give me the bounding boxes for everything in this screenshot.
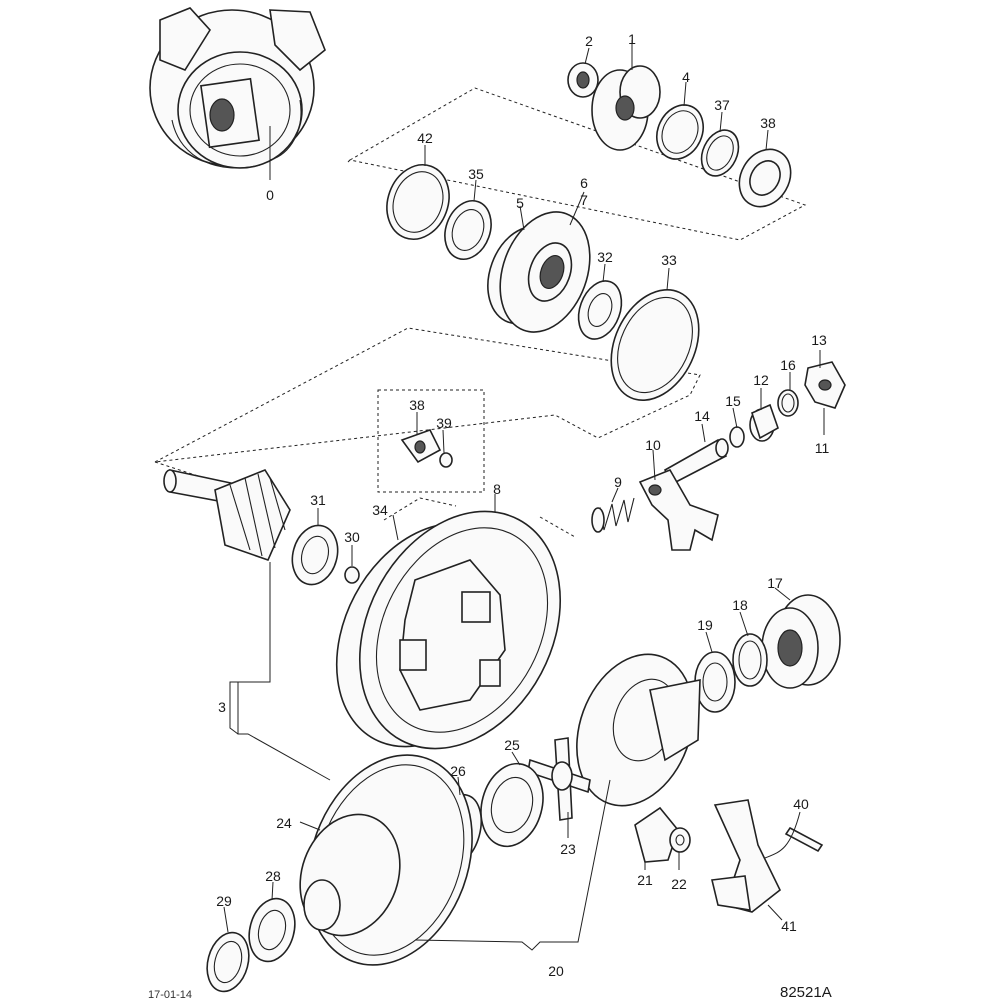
- label-10: 10: [645, 437, 661, 453]
- part-15-ring: [729, 426, 745, 448]
- figure-code: 82521A: [780, 984, 832, 1000]
- label-38-detail: 38: [409, 397, 425, 413]
- label-7: 7: [580, 192, 588, 208]
- label-5: 5: [516, 195, 524, 211]
- label-6: 6: [580, 175, 588, 191]
- label-41: 41: [781, 918, 797, 934]
- label-3: 3: [218, 699, 226, 715]
- part-13-11-bracket: [804, 361, 846, 409]
- label-23: 23: [560, 841, 576, 857]
- bracket-dash-8: [539, 516, 576, 538]
- part-36-seal: [738, 148, 792, 208]
- label-1: 1: [628, 31, 636, 47]
- label-31: 31: [310, 492, 326, 508]
- part-16-ring: [777, 389, 799, 417]
- label-32: 32: [597, 249, 613, 265]
- part-35-bearing-cup: [444, 200, 492, 260]
- part-32-bearing: [577, 280, 623, 340]
- label-22: 22: [671, 876, 687, 892]
- label-21: 21: [637, 872, 653, 888]
- label-37: 37: [714, 97, 730, 113]
- upper-group-outline: [348, 87, 807, 241]
- label-11: 11: [815, 440, 830, 456]
- part-25-cross: [527, 737, 591, 821]
- label-0: 0: [266, 187, 274, 203]
- leader-lines: [223, 40, 825, 951]
- part-28-bearing: [248, 897, 296, 963]
- label-8: 8: [493, 481, 501, 497]
- detail-box-pointer: [383, 497, 457, 521]
- part-33-gasket: [610, 288, 700, 402]
- label-18: 18: [732, 597, 748, 613]
- label-9: 9: [614, 474, 622, 490]
- detail-box-38-39: [377, 389, 485, 493]
- part-17-clutch: [761, 594, 841, 689]
- part-42-shim: [386, 164, 450, 240]
- part-24-crown-wheel: [299, 754, 473, 966]
- label-30: 30: [344, 529, 360, 545]
- part-22-washer: [669, 827, 691, 853]
- label-34: 34: [372, 502, 388, 518]
- pinion-shaft: [163, 469, 291, 561]
- label-42: 42: [417, 130, 433, 146]
- part-20-cover: [576, 653, 701, 807]
- part-38-39-detail: [400, 429, 453, 468]
- part-4-ring: [656, 104, 704, 160]
- part-9-spring: [591, 497, 635, 533]
- label-40: 40: [793, 796, 809, 812]
- assembled-differential: [149, 7, 326, 169]
- part-10-fork: [638, 468, 719, 551]
- part-37-ring: [700, 129, 740, 177]
- label-29: 29: [216, 893, 232, 909]
- part-41-bracket: [711, 799, 782, 913]
- label-4: 4: [682, 69, 690, 85]
- label-19: 19: [697, 617, 713, 633]
- label-17: 17: [767, 575, 783, 591]
- label-16: 16: [780, 357, 796, 373]
- label-15: 15: [725, 393, 741, 409]
- callout-labels: 0 1 2 3 4 5 6 7 8 9 10 11 12 13 14 15 16…: [216, 31, 829, 979]
- part-31-bearing: [291, 524, 339, 586]
- label-12: 12: [753, 372, 769, 388]
- part-29-ring-gear: [206, 931, 250, 993]
- part-19-bearing: [694, 651, 736, 713]
- part-18-ring: [732, 633, 768, 687]
- label-28: 28: [265, 868, 281, 884]
- date-stamp: 17-01-14: [148, 989, 192, 1000]
- part-26-gear: [480, 762, 544, 848]
- part-2-nut: [567, 62, 599, 98]
- part-40-pin: [784, 826, 824, 853]
- label-25: 25: [504, 737, 520, 753]
- part-5-housing: [487, 211, 591, 333]
- label-38-upper: 38: [760, 115, 776, 131]
- label-35: 35: [468, 166, 484, 182]
- part-34-8-housing: [335, 510, 562, 750]
- label-24: 24: [276, 815, 292, 831]
- label-14: 14: [694, 408, 710, 424]
- label-13: 13: [811, 332, 827, 348]
- label-39: 39: [436, 415, 452, 431]
- part-12-bush: [749, 403, 779, 442]
- part-1-flange: [591, 65, 661, 151]
- label-2: 2: [585, 33, 593, 49]
- label-33: 33: [661, 252, 677, 268]
- label-26: 26: [450, 763, 466, 779]
- label-20: 20: [548, 963, 564, 979]
- part-30-clip: [344, 566, 360, 584]
- upper-group-outline-corner: [347, 159, 351, 163]
